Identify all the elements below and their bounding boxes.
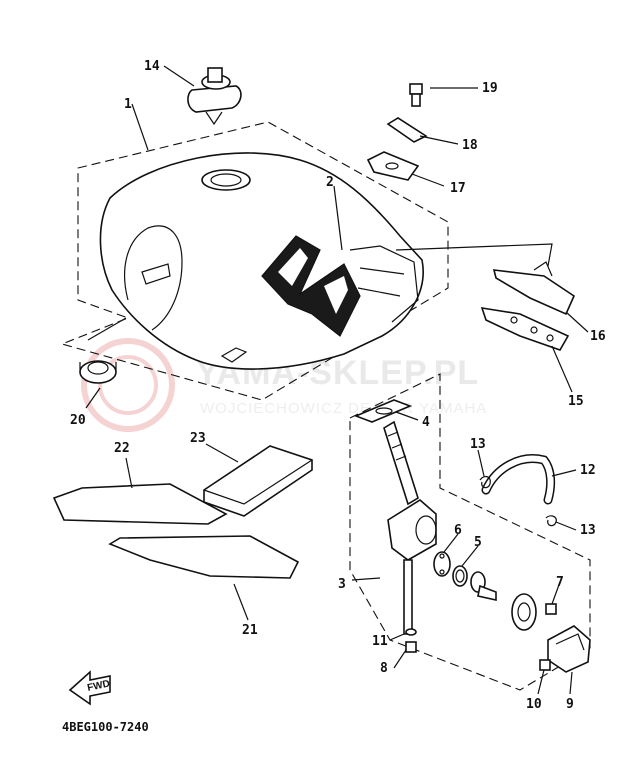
watermark: YAMA-SKLEP.PL WOJCIECHOWICZ DEALER YAMAH… bbox=[81, 338, 487, 432]
tank-bracket-17 bbox=[366, 151, 420, 181]
leader-lines bbox=[85, 65, 589, 695]
callout-21: 21 bbox=[242, 623, 258, 638]
callout-9: 9 bbox=[566, 697, 574, 712]
side-cover-15 bbox=[480, 307, 570, 351]
washer-11 bbox=[405, 628, 417, 636]
callout-5: 5 bbox=[474, 535, 482, 550]
bolt-19 bbox=[409, 83, 423, 107]
callout-2: 2 bbox=[326, 175, 334, 190]
side-cover-16 bbox=[492, 261, 576, 316]
callout-3: 3 bbox=[338, 577, 346, 592]
diagram-code: 4BEG100-7240 bbox=[62, 720, 149, 734]
pad-21 bbox=[108, 535, 300, 579]
callout-14: 14 bbox=[144, 59, 160, 74]
callout-11: 11 bbox=[372, 634, 388, 649]
callout-12: 12 bbox=[580, 463, 596, 478]
callout-6: 6 bbox=[454, 523, 462, 538]
damper-20 bbox=[79, 360, 117, 384]
callout-18: 18 bbox=[462, 138, 478, 153]
callout-7: 7 bbox=[556, 575, 564, 590]
callout-23: 23 bbox=[190, 431, 206, 446]
tank-plate-18 bbox=[386, 117, 428, 143]
cock-valve bbox=[470, 571, 497, 601]
forward-arrow: FWD bbox=[68, 670, 111, 706]
fuel-tank bbox=[99, 152, 424, 370]
callout-10: 10 bbox=[526, 697, 542, 712]
callout-numbers: 1 2 3 4 5 6 7 8 9 10 11 12 13 13 14 15 1… bbox=[70, 59, 606, 712]
gasket-6 bbox=[433, 551, 451, 577]
fuel-cock bbox=[383, 420, 437, 635]
fuel-cap bbox=[187, 67, 242, 126]
watermark-subtitle: WOJCIECHOWICZ DEALER YAMAHA bbox=[200, 400, 487, 417]
callout-13-upper: 13 bbox=[470, 437, 486, 452]
screws-7-8-10 bbox=[405, 603, 557, 671]
callout-17: 17 bbox=[450, 181, 466, 196]
callout-16: 16 bbox=[590, 329, 606, 344]
callout-13-lower: 13 bbox=[580, 523, 596, 538]
callout-20: 20 bbox=[70, 413, 86, 428]
forward-label: FWD bbox=[86, 678, 111, 693]
callout-22: 22 bbox=[114, 441, 130, 456]
callout-8: 8 bbox=[380, 661, 388, 676]
callout-19: 19 bbox=[482, 81, 498, 96]
pad-22 bbox=[52, 483, 228, 525]
gasket-4 bbox=[353, 399, 413, 423]
cock-lever-9 bbox=[547, 625, 591, 673]
callout-4: 4 bbox=[422, 415, 430, 430]
fuel-hose-12 bbox=[481, 454, 556, 505]
cock-plate bbox=[511, 593, 537, 631]
o-ring-5 bbox=[452, 565, 468, 587]
pad-23 bbox=[203, 445, 313, 517]
tank-assembly-boundary bbox=[60, 121, 449, 401]
callout-1: 1 bbox=[124, 97, 132, 112]
callout-15: 15 bbox=[568, 394, 584, 409]
